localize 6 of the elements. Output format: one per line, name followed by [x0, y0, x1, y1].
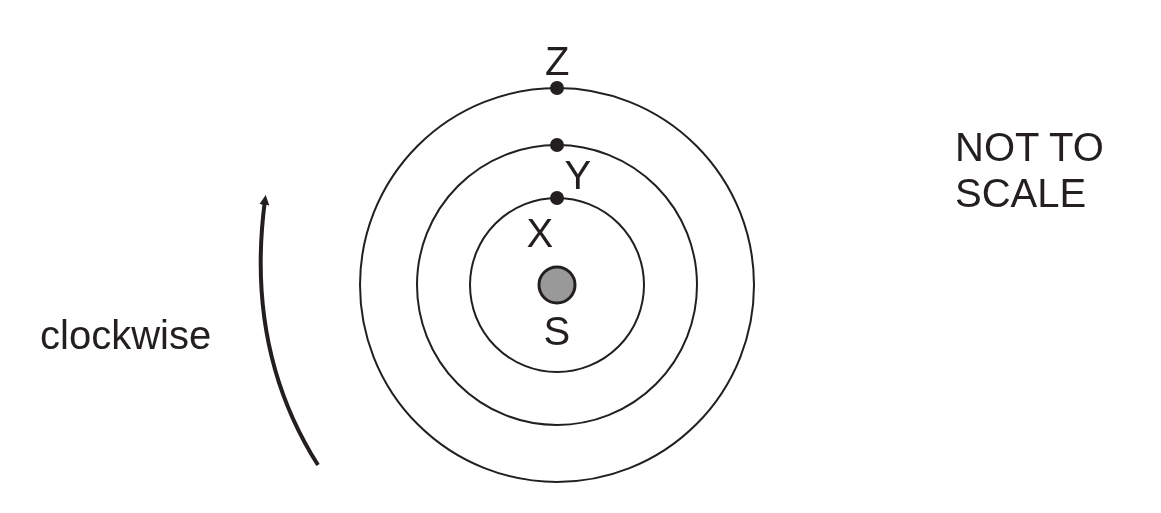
star-label: S	[543, 308, 571, 354]
direction-label: clockwise	[40, 312, 212, 358]
orbit-label: X	[526, 210, 554, 256]
scale-note: NOT TO SCALE	[955, 124, 1105, 216]
orbit-label: Z	[545, 38, 570, 84]
orbit-label: Y	[564, 152, 592, 198]
